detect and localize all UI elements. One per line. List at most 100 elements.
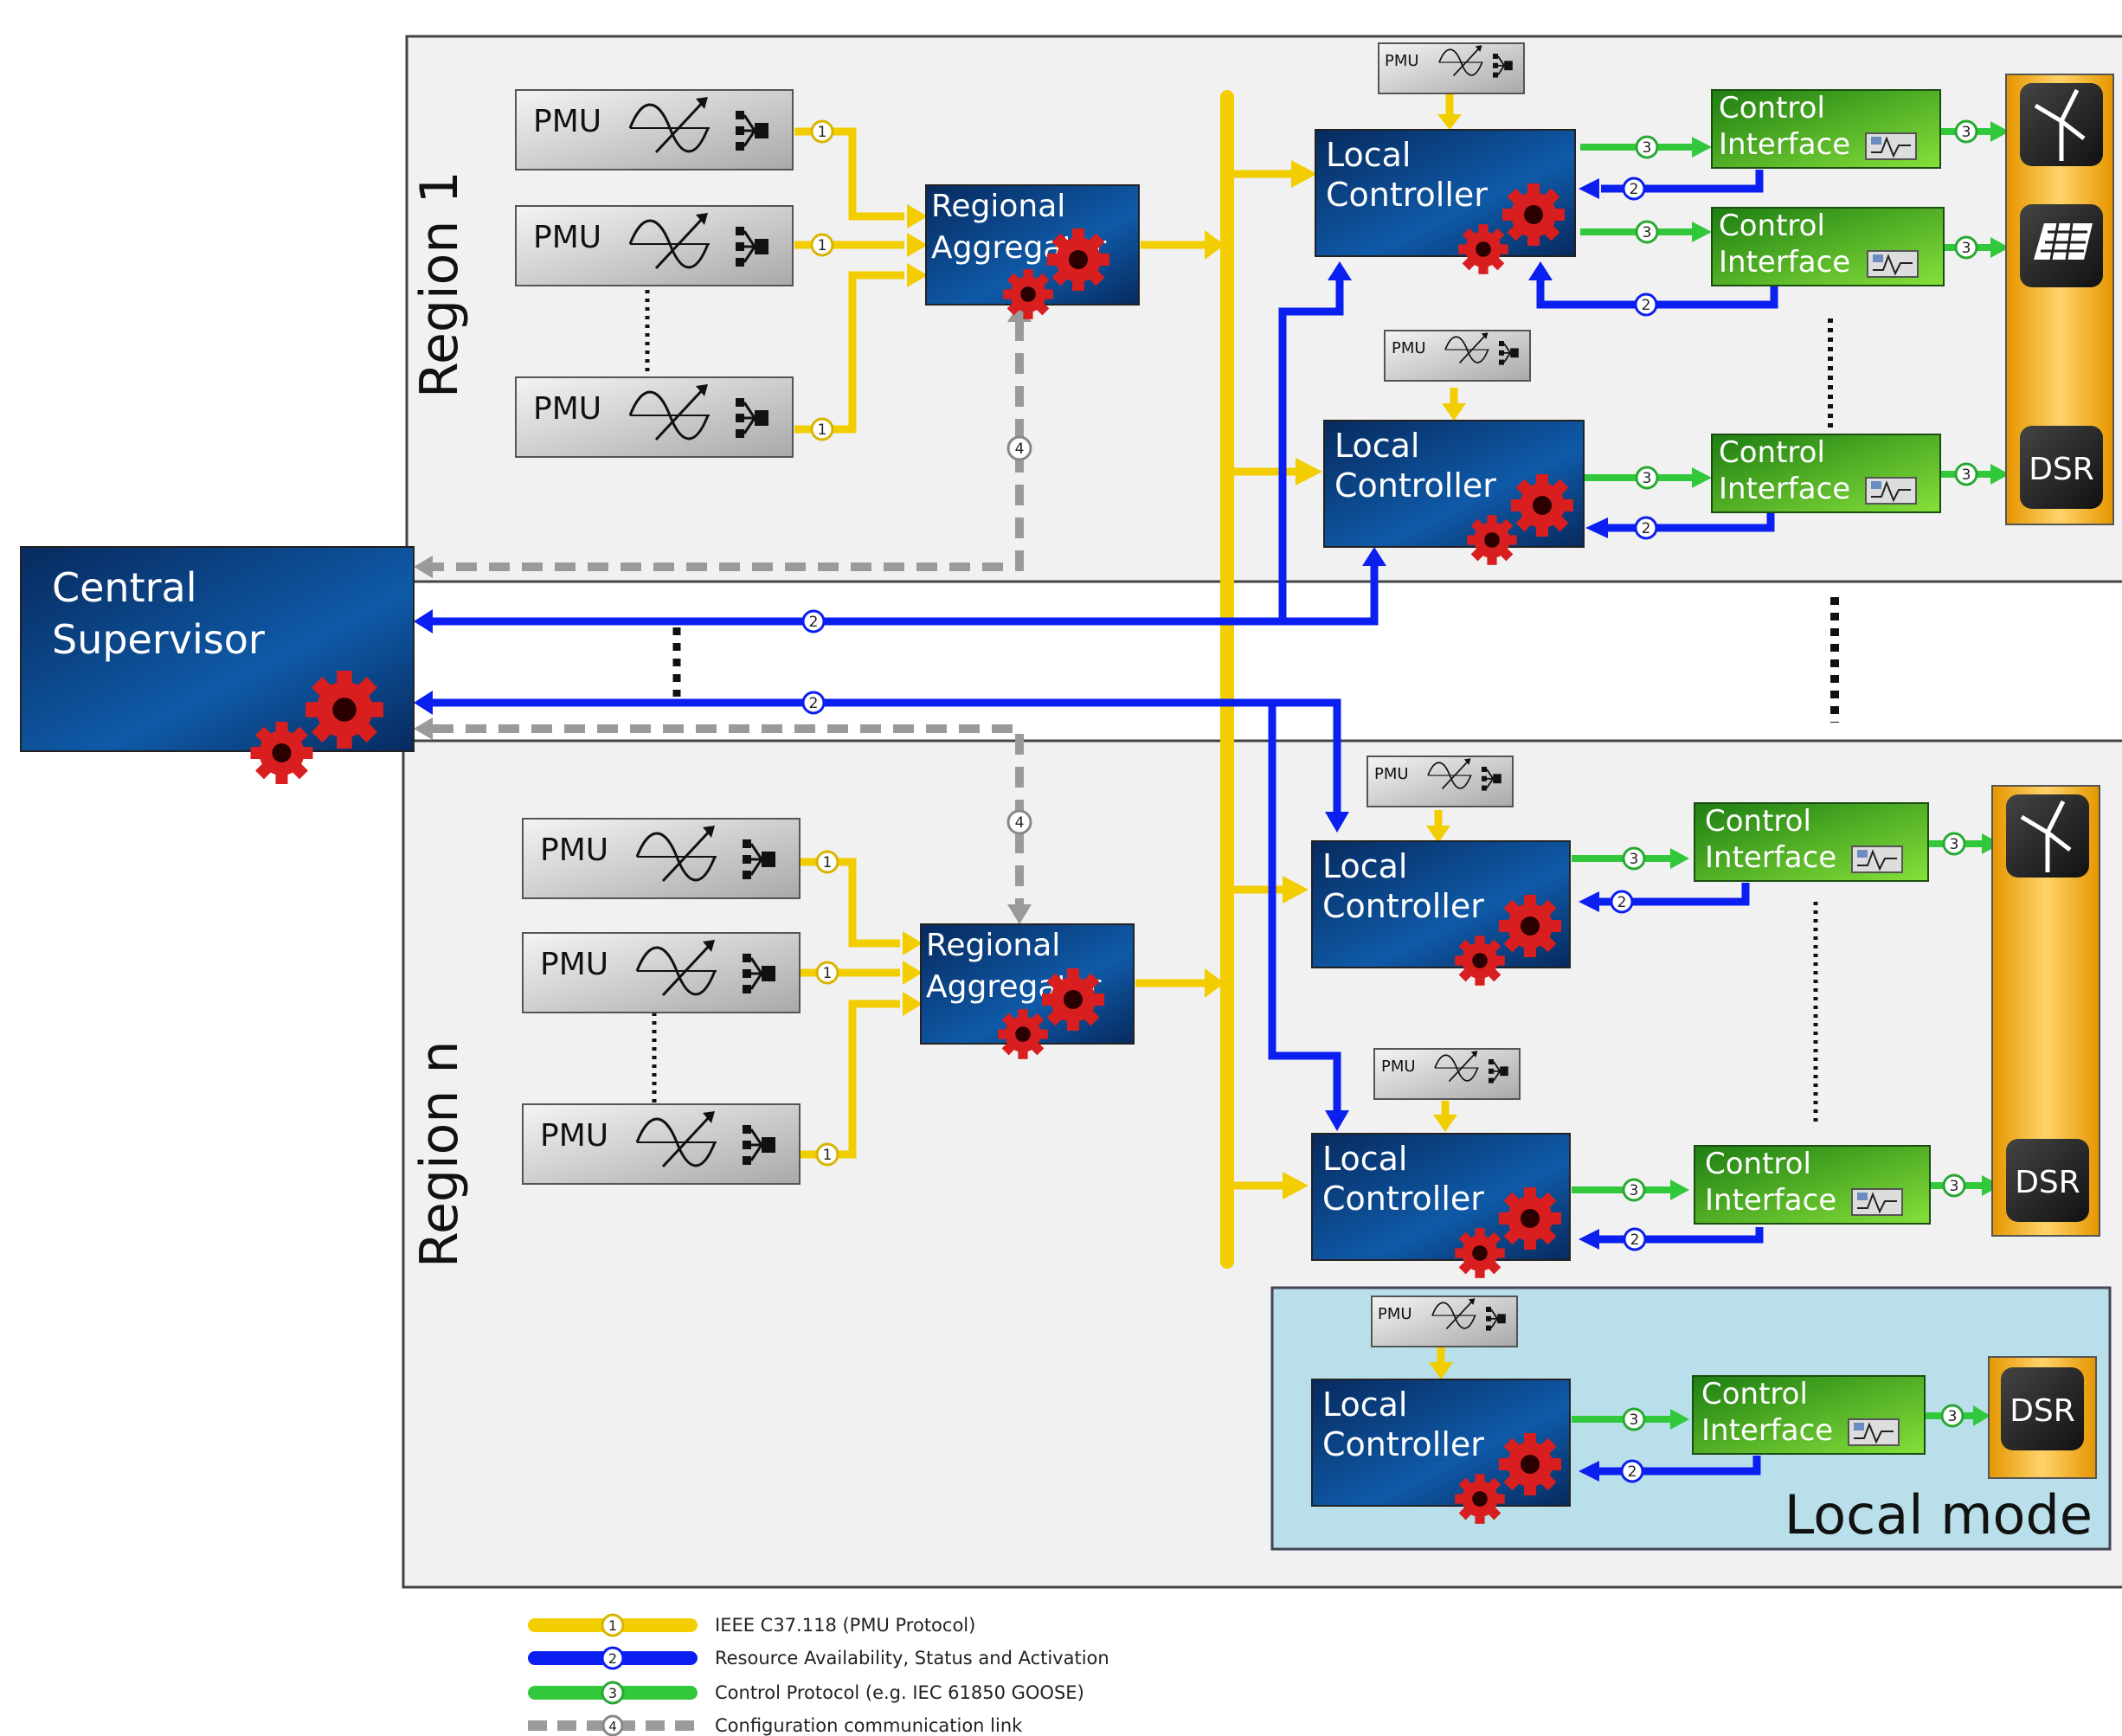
svg-text:DSR: DSR [2009, 1393, 2075, 1429]
svg-text:1: 1 [818, 421, 827, 439]
svg-text:Regional: Regional [926, 928, 1060, 963]
svg-text:PMU: PMU [533, 391, 601, 427]
legend-item-3: 3 Control Protocol (e.g. IEC 61850 GOOSE… [528, 1681, 1084, 1705]
svg-text:Controller: Controller [1326, 176, 1488, 214]
svg-text:3: 3 [1643, 139, 1652, 157]
svg-text:Interface: Interface [1705, 840, 1836, 875]
svg-text:Interface: Interface [1719, 245, 1850, 280]
pmu-box: PMU [522, 1103, 801, 1185]
svg-text:3: 3 [608, 1685, 617, 1701]
svg-text:2: 2 [1617, 894, 1627, 911]
svg-text:3: 3 [1962, 124, 1971, 141]
central-supervisor: Central Supervisor [20, 546, 415, 784]
svg-text:Control: Control [1719, 435, 1825, 470]
svg-text:2: 2 [1628, 1463, 1637, 1481]
svg-text:4: 4 [1015, 814, 1025, 832]
svg-text:Local: Local [1334, 427, 1420, 465]
pmu-box: PMU [522, 818, 801, 899]
oscilloscope-icon [1851, 1188, 1903, 1216]
svg-text:DSR: DSR [2015, 1165, 2080, 1200]
svg-text:4: 4 [1015, 440, 1025, 458]
oscilloscope-icon [1848, 1418, 1900, 1446]
oscilloscope-icon [1851, 845, 1903, 873]
svg-text:PMU: PMU [1392, 339, 1426, 357]
config-links [433, 320, 1024, 904]
pmu-box-small: PMU [1371, 1296, 1518, 1347]
pmu-box-small: PMU [1378, 42, 1525, 94]
svg-text:DSR: DSR [2029, 452, 2094, 487]
solar-panel-icon [2020, 204, 2103, 287]
svg-text:Controller: Controller [1322, 887, 1484, 925]
oscilloscope-icon [1865, 477, 1917, 505]
svg-text:3: 3 [1643, 470, 1652, 487]
svg-text:PMU: PMU [1378, 1305, 1412, 1323]
svg-text:1: 1 [608, 1617, 617, 1634]
oscilloscope-icon [1865, 132, 1917, 160]
svg-text:Interface: Interface [1701, 1413, 1833, 1448]
svg-text:1: 1 [823, 1147, 833, 1164]
svg-text:Central: Central [52, 564, 197, 611]
legend-item-2: 2 Resource Availability, Status and Acti… [528, 1646, 1109, 1670]
svg-text:Local: Local [1322, 1386, 1408, 1424]
svg-text:Local: Local [1326, 136, 1411, 174]
svg-text:3: 3 [1630, 1182, 1639, 1199]
svg-text:2: 2 [1642, 520, 1651, 537]
pmu-bus [1220, 90, 1234, 1269]
svg-text:3: 3 [1948, 1408, 1958, 1425]
local-mode-label: Local mode [1784, 1483, 2093, 1546]
svg-text:PMU: PMU [1381, 1058, 1416, 1076]
regional-aggregator: Regional Aggregator [920, 923, 1135, 1059]
svg-text:2: 2 [1642, 297, 1651, 314]
dsr-tile: DSR [2020, 426, 2103, 509]
svg-text:PMU: PMU [540, 833, 608, 868]
pmu-box: PMU [515, 376, 794, 458]
svg-text:Local: Local [1322, 847, 1408, 885]
svg-text:Control: Control [1701, 1377, 1808, 1411]
svg-text:2: 2 [809, 695, 819, 712]
legend-item-1: 1 IEEE C37.118 (PMU Protocol) [528, 1613, 975, 1637]
status-links [433, 170, 1778, 1476]
oscilloscope-icon [1867, 250, 1919, 278]
svg-text:3: 3 [1950, 836, 1959, 853]
dsr-tile: DSR [2006, 1139, 2089, 1222]
svg-text:Control: Control [1705, 1147, 1811, 1181]
pmu-box: PMU [522, 932, 801, 1013]
svg-text:2: 2 [1630, 1231, 1640, 1249]
region-n-label: Region n [409, 1041, 470, 1269]
svg-text:1: 1 [823, 854, 833, 871]
svg-text:Supervisor: Supervisor [52, 616, 265, 663]
svg-text:PMU: PMU [533, 220, 601, 255]
svg-text:IEEE C37.118 (PMU Protocol): IEEE C37.118 (PMU Protocol) [715, 1615, 975, 1636]
svg-text:4: 4 [608, 1719, 617, 1734]
svg-text:Controller: Controller [1322, 1425, 1484, 1463]
region-1-label: Region 1 [409, 170, 470, 398]
wind-turbine-icon [2006, 794, 2089, 878]
svg-text:Regional: Regional [931, 189, 1065, 224]
svg-text:Control: Control [1719, 209, 1825, 243]
svg-text:1: 1 [823, 965, 833, 982]
svg-text:2: 2 [608, 1650, 617, 1667]
svg-text:2: 2 [1630, 181, 1639, 198]
legend-item-4: 4 Configuration communication link [528, 1714, 1023, 1736]
svg-text:Interface: Interface [1719, 472, 1850, 506]
svg-text:Control: Control [1719, 91, 1825, 125]
svg-text:3: 3 [1962, 240, 1971, 257]
svg-text:3: 3 [1643, 224, 1652, 241]
ellipsis-dots [645, 247, 1839, 1125]
svg-text:Resource Availability, Status: Resource Availability, Status and Activa… [715, 1648, 1109, 1668]
svg-text:Controller: Controller [1334, 466, 1496, 505]
svg-text:Interface: Interface [1705, 1183, 1836, 1218]
svg-text:1: 1 [818, 124, 827, 141]
svg-text:2: 2 [809, 614, 819, 631]
svg-text:3: 3 [1630, 1411, 1639, 1429]
svg-text:PMU: PMU [1385, 52, 1419, 70]
